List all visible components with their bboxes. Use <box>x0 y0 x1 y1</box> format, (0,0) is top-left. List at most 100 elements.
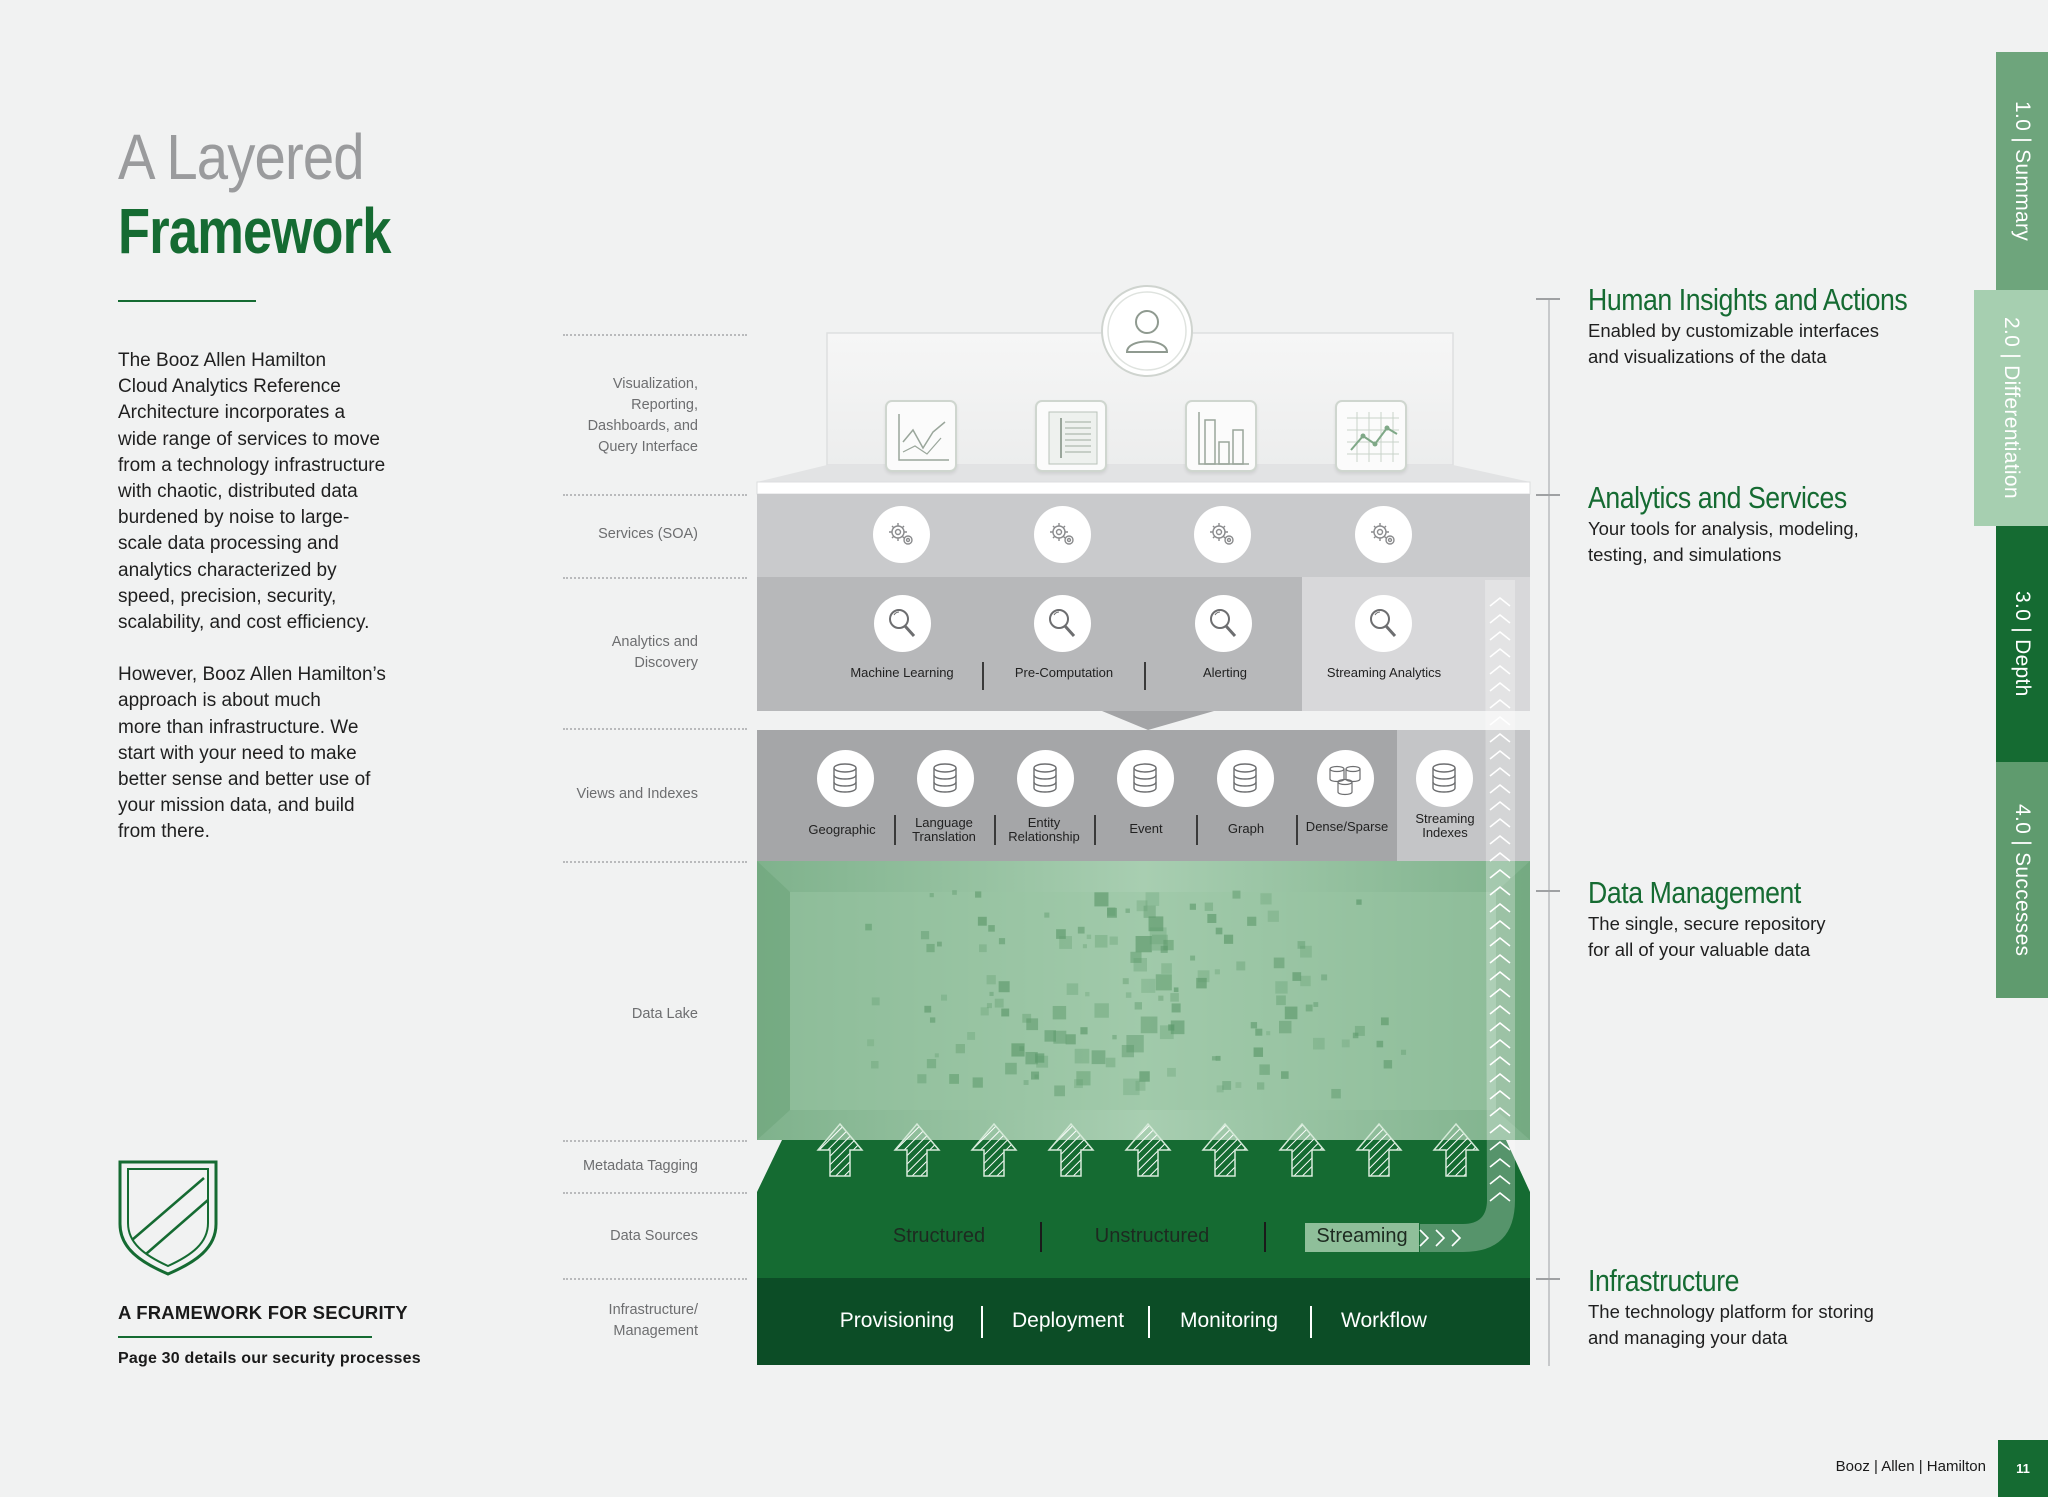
page-number: 11 <box>1998 1440 2048 1497</box>
data-particle <box>1170 993 1179 1002</box>
database-icon <box>817 750 874 807</box>
title-line-2: Framework <box>118 194 391 268</box>
data-particle <box>1095 935 1108 948</box>
divider-line <box>563 1192 747 1194</box>
magnifier-icon <box>1355 595 1412 652</box>
section-heading: Analytics and Services <box>1588 480 1872 516</box>
data-particle <box>1356 899 1361 904</box>
divider-line <box>563 494 747 496</box>
data-particle <box>1056 929 1066 939</box>
data-particle <box>1216 928 1223 935</box>
infra-monitoring: Monitoring <box>1180 1309 1278 1333</box>
data-particle <box>1216 1056 1221 1061</box>
database-icon <box>1217 750 1274 807</box>
data-particle <box>1300 946 1312 958</box>
data-particle <box>1300 976 1310 986</box>
data-particle <box>1251 1022 1257 1028</box>
data-particle <box>927 1059 936 1068</box>
layer-label-metadata: Metadata Tagging <box>583 1156 698 1177</box>
data-particle <box>935 1053 939 1057</box>
line-chart-card <box>885 400 957 472</box>
data-particle <box>956 1044 965 1053</box>
data-particle <box>1205 903 1213 911</box>
analytics-item-label: Machine Learning <box>850 666 953 680</box>
tab-summary[interactable]: 1.0 | Summary <box>1996 52 2048 290</box>
data-particle <box>952 890 957 895</box>
data-particle <box>967 1032 975 1040</box>
data-particle <box>999 938 1005 944</box>
data-particle <box>1078 927 1085 934</box>
source-streaming: Streaming <box>1316 1225 1407 1248</box>
data-particle <box>1139 1071 1149 1081</box>
tab-label: 2.0 | Differentiation <box>1999 317 2023 499</box>
section-heading: Infrastructure <box>1588 1263 1872 1299</box>
infra-provisioning: Provisioning <box>840 1309 954 1333</box>
bracket-tick <box>1536 494 1560 496</box>
layer-label-services: Services (SOA) <box>598 524 698 545</box>
magnifier-icon <box>874 595 931 652</box>
analytics-item-label: Pre-Computation <box>1015 666 1113 680</box>
document-icon <box>1037 402 1109 474</box>
bracket-line <box>1548 298 1550 1366</box>
security-title: A FRAMEWORK FOR SECURITY <box>118 1302 408 1324</box>
layer-label-datalake: Data Lake <box>632 1004 698 1025</box>
section-infrastructure: Infrastructure The technology platform f… <box>1588 1263 1918 1351</box>
data-particle <box>995 999 1004 1008</box>
divider-line <box>563 1140 747 1142</box>
divider-line <box>563 728 747 730</box>
magnifier-icon <box>1195 595 1252 652</box>
view-item-label: Event <box>1129 822 1162 836</box>
dashboard-card <box>1335 400 1407 472</box>
data-particle <box>1126 909 1130 913</box>
data-particle <box>1005 1063 1017 1075</box>
section-description: The technology platform for storing and … <box>1588 1299 1918 1351</box>
gear-icon <box>873 506 930 563</box>
view-item-label: Language Translation <box>912 816 976 844</box>
view-item-label: Streaming Indexes <box>1415 812 1474 840</box>
analytics-item-label: Alerting <box>1203 666 1247 680</box>
data-particle <box>872 997 880 1005</box>
layer-label-visualization: Visualization, Reporting, Dashboards, an… <box>588 374 698 458</box>
divider-line <box>563 861 747 863</box>
data-particle <box>1156 974 1172 990</box>
data-particle <box>1215 969 1220 974</box>
tab-depth[interactable]: 3.0 | Depth <box>1996 526 2048 762</box>
data-particle <box>1232 891 1240 899</box>
data-particle <box>1045 1030 1056 1041</box>
section-analytics-services: Analytics and Services Your tools for an… <box>1588 480 1918 568</box>
item-separator <box>981 1306 983 1338</box>
item-separator <box>1094 815 1096 845</box>
data-particle <box>1247 917 1256 926</box>
tab-successes[interactable]: 4.0 | Successes <box>1996 762 2048 998</box>
data-particle <box>1149 916 1164 931</box>
data-particle <box>1054 1085 1065 1096</box>
data-particle <box>1135 1002 1142 1009</box>
data-particle <box>1022 1014 1031 1023</box>
section-data-management: Data Management The single, secure repos… <box>1588 875 1918 963</box>
bracket-tick <box>1536 1278 1560 1280</box>
layer-label-infra: Infrastructure/ Management <box>609 1300 698 1342</box>
footer-brand: Booz | Allen | Hamilton <box>1836 1458 1986 1475</box>
data-particle <box>1146 892 1160 906</box>
data-particle <box>1024 1080 1029 1085</box>
data-particle <box>1172 1003 1181 1012</box>
data-particle <box>865 924 872 931</box>
data-particle <box>1255 1029 1262 1036</box>
section-human-insights: Human Insights and Actions Enabled by cu… <box>1588 282 1918 370</box>
data-particle <box>1067 983 1079 995</box>
section-heading: Human Insights and Actions <box>1588 282 1872 318</box>
data-particle <box>1011 1043 1024 1056</box>
layer-label-analytics: Analytics and Discovery <box>612 632 698 674</box>
view-item-label: Entity Relationship <box>1008 816 1080 844</box>
data-particle <box>1313 1038 1325 1050</box>
title-divider <box>118 300 256 302</box>
tab-differentiation[interactable]: 2.0 | Differentiation <box>1974 290 2048 526</box>
data-particle <box>1083 944 1087 948</box>
data-particle <box>989 992 993 996</box>
data-particle <box>1342 1039 1350 1047</box>
database-icon <box>1017 750 1074 807</box>
tab-label: 1.0 | Summary <box>2010 101 2034 241</box>
data-particle <box>1260 893 1271 904</box>
data-particle <box>1279 1021 1291 1033</box>
item-separator <box>1264 1222 1266 1252</box>
